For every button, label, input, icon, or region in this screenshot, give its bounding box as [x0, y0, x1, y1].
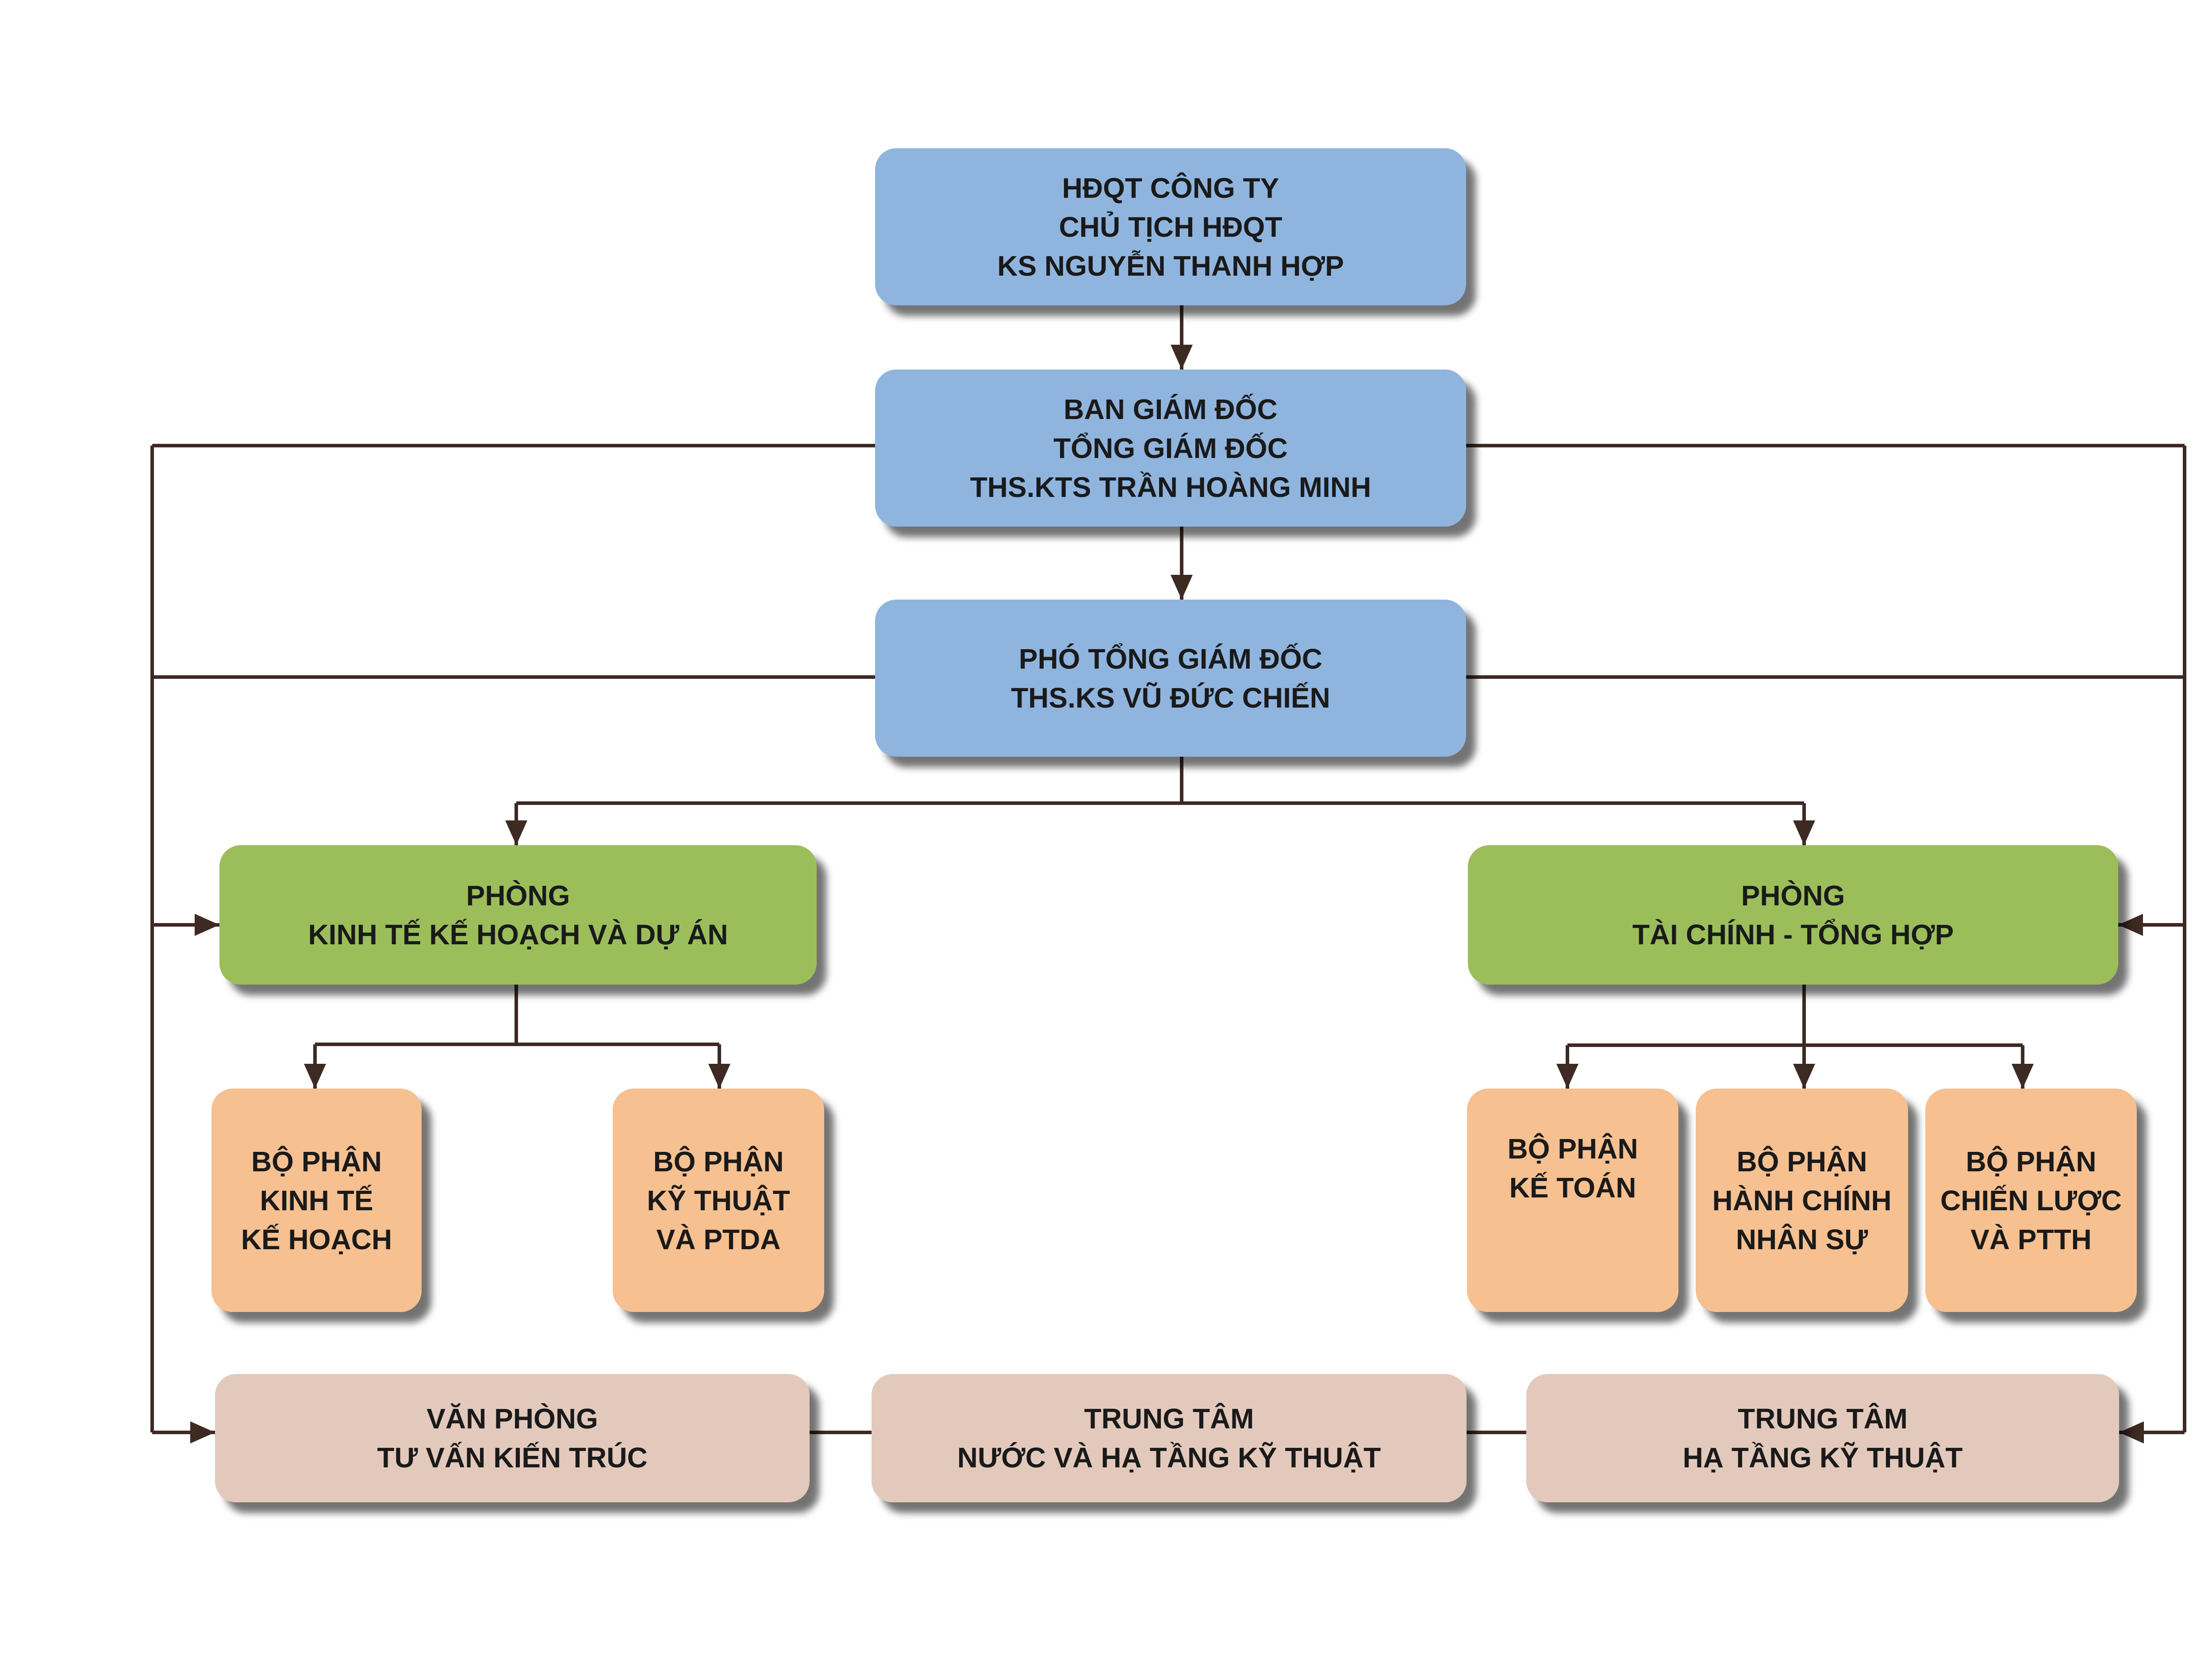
unit-strategy-line-2: CHIẾN LƯỢC	[1940, 1184, 2122, 1216]
board-line-1: HĐQT CÔNG TY	[1062, 172, 1279, 204]
deputy-line-2: THS.KS VŨ ĐỨC CHIẾN	[1011, 681, 1330, 714]
dept-finance-line-1: PHÒNG	[1741, 879, 1845, 912]
dept-planning-line-2: KINH TẾ KẾ HOẠCH VÀ DỰ ÁN	[308, 918, 728, 951]
deputy-line-1: PHÓ TỔNG GIÁM ĐỐC	[1018, 643, 1323, 675]
board-line-3: KS NGUYỄN THANH HỢP	[997, 250, 1344, 282]
unit-accounting-line-1: BỘ PHẬN	[1507, 1133, 1638, 1165]
unit-strategy-box: BỘ PHẬN CHIẾN LƯỢC VÀ PTTH	[1925, 1089, 2137, 1312]
office-architecture-line-1: VĂN PHÒNG	[426, 1403, 598, 1435]
directors-line-1: BAN GIÁM ĐỐC	[1064, 393, 1278, 425]
unit-economic-line-2: KINH TẾ	[260, 1184, 373, 1216]
unit-economic-line-1: BỘ PHẬN	[251, 1145, 382, 1178]
directors-line-3: THS.KTS TRẦN HOÀNG MINH	[970, 471, 1371, 503]
center-water-box: TRUNG TÂM NƯỚC VÀ HẠ TẦNG KỸ THUẬT	[872, 1374, 1467, 1502]
unit-economic-line-3: KẾ HOẠCH	[241, 1223, 392, 1255]
unit-strategy-line-3: VÀ PTTH	[1970, 1223, 2092, 1255]
center-water-line-2: NƯỚC VÀ HẠ TẦNG KỸ THUẬT	[957, 1442, 1381, 1474]
unit-technical-box: BỘ PHẬN KỸ THUẬT VÀ PTDA	[613, 1089, 824, 1312]
unit-admin-box: BỘ PHẬN HÀNH CHÍNH NHÂN SỰ	[1696, 1089, 1908, 1312]
center-infra-box: TRUNG TÂM HẠ TẦNG KỸ THUẬT	[1526, 1374, 2119, 1502]
unit-accounting-line-2: KẾ TOÁN	[1509, 1172, 1636, 1204]
deputy-box: PHÓ TỔNG GIÁM ĐỐC THS.KS VŨ ĐỨC CHIẾN	[875, 600, 1466, 757]
center-infra-line-1: TRUNG TÂM	[1738, 1403, 1908, 1435]
unit-admin-line-2: HÀNH CHÍNH	[1712, 1184, 1892, 1216]
unit-technical-line-3: VÀ PTDA	[656, 1223, 781, 1255]
board-box: HĐQT CÔNG TY CHỦ TỊCH HĐQT KS NGUYỄN THA…	[875, 148, 1466, 305]
center-water-line-1: TRUNG TÂM	[1084, 1403, 1254, 1435]
office-architecture-box: VĂN PHÒNG TƯ VẤN KIẾN TRÚC	[215, 1374, 810, 1502]
unit-strategy-line-1: BỘ PHẬN	[1966, 1145, 2097, 1178]
unit-economic-box: BỘ PHẬN KINH TẾ KẾ HOẠCH	[211, 1089, 422, 1312]
dept-finance-line-2: TÀI CHÍNH - TỔNG HỢP	[1632, 918, 1954, 951]
dept-finance-box: PHÒNG TÀI CHÍNH - TỔNG HỢP	[1468, 845, 2118, 985]
office-architecture-line-2: TƯ VẤN KIẾN TRÚC	[377, 1442, 648, 1474]
unit-accounting-box: BỘ PHẬN KẾ TOÁN	[1467, 1089, 1678, 1312]
unit-technical-line-2: KỸ THUẬT	[647, 1184, 790, 1216]
center-infra-line-2: HẠ TẦNG KỸ THUẬT	[1682, 1442, 1963, 1474]
directors-line-2: TỔNG GIÁM ĐỐC	[1053, 432, 1288, 464]
unit-admin-line-1: BỘ PHẬN	[1736, 1145, 1867, 1178]
directors-box: BAN GIÁM ĐỐC TỔNG GIÁM ĐỐC THS.KTS TRẦN …	[875, 369, 1466, 527]
dept-planning-box: PHÒNG KINH TẾ KẾ HOẠCH VÀ DỰ ÁN	[219, 845, 817, 985]
unit-technical-line-1: BỘ PHẬN	[653, 1145, 784, 1178]
board-line-2: CHỦ TỊCH HĐQT	[1059, 211, 1283, 243]
unit-admin-line-3: NHÂN SỰ	[1736, 1223, 1868, 1255]
dept-planning-line-1: PHÒNG	[466, 879, 570, 912]
